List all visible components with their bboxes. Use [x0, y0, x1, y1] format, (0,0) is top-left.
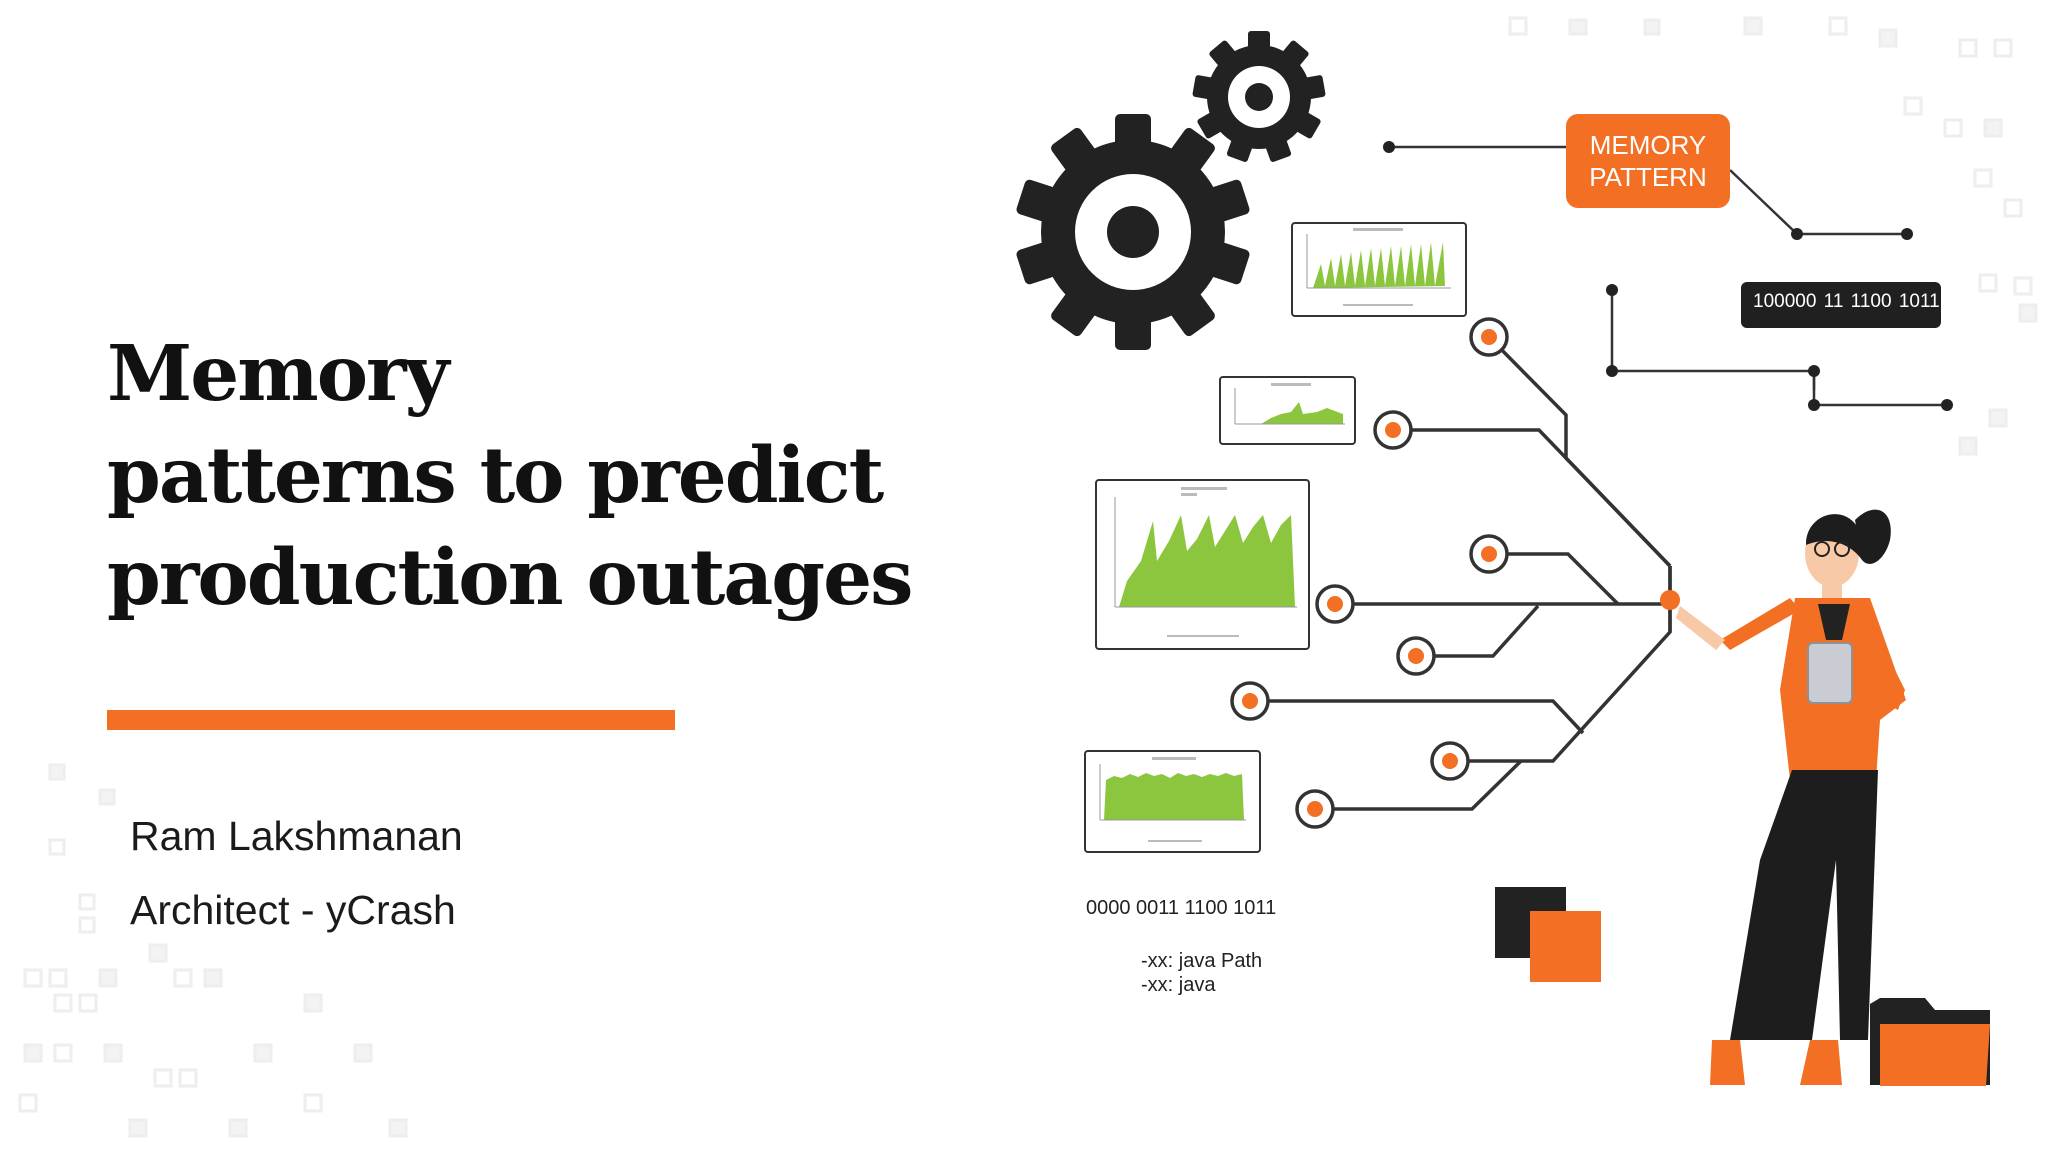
tag-line-1: MEMORY	[1589, 130, 1707, 160]
heap-chart-2	[1219, 376, 1356, 445]
large-gear-icon	[1016, 114, 1250, 350]
slide-title-line-3: production outages	[107, 533, 913, 623]
heap-chart-3-graphic	[1114, 487, 1297, 637]
slide-title-line-2: patterns to predict	[107, 431, 884, 521]
binary-label: 100000 11 1100 1011	[1741, 282, 1941, 328]
binary-line: 0000 0011 1100 1011	[1086, 897, 1277, 919]
small-gear-icon	[1192, 31, 1326, 162]
memory-pattern-tag: MEMORY PATTERN	[1566, 114, 1730, 208]
heap-chart-2-graphic	[1234, 383, 1345, 425]
tag-line-2: PATTERN	[1589, 162, 1707, 192]
code-line-1: -xx: java Path	[1141, 950, 1263, 972]
orange-square	[1530, 911, 1601, 982]
background-pattern	[18, 16, 2038, 1138]
person-with-tablet	[1676, 509, 1906, 1085]
code-line-2: -xx: java	[1141, 974, 1216, 996]
heap-chart-1-graphic	[1306, 228, 1451, 306]
heap-chart-3	[1095, 479, 1310, 650]
slide-title-line-1: Memory	[107, 329, 449, 419]
heap-chart-4-graphic	[1099, 757, 1246, 842]
circuit-tree	[1250, 335, 1672, 811]
folder-icon	[1870, 998, 1990, 1086]
accent-bar	[107, 710, 675, 730]
slide-title: Memory patterns to predict production ou…	[107, 323, 927, 629]
connector-dots	[1383, 141, 1953, 411]
heap-chart-4	[1084, 750, 1261, 853]
author-name: Ram Lakshmanan	[130, 813, 463, 859]
heap-chart-1	[1291, 222, 1467, 317]
circuit-nodes	[1230, 317, 1680, 829]
author-role: Architect - yCrash	[130, 887, 456, 933]
